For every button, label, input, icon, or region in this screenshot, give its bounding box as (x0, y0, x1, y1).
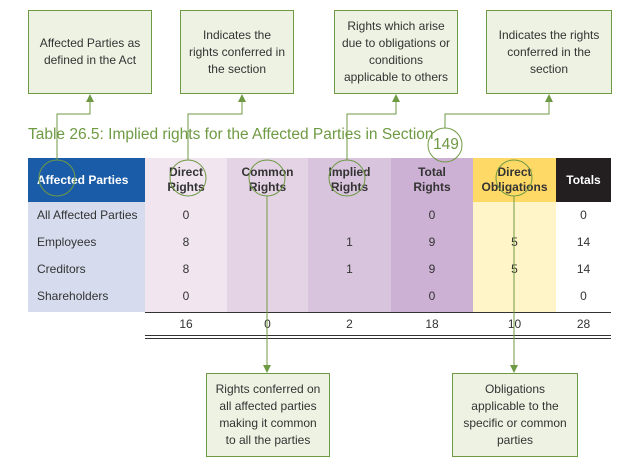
party-column-bg (28, 202, 145, 312)
note-implied-rights: Rights which arise due to obligations or… (334, 10, 458, 94)
row-shareholders-totals: 0 (580, 289, 587, 303)
header-affected-parties: Affected Parties (28, 158, 145, 202)
row-creditors-total: 9 (428, 262, 436, 276)
header-totals-label: Totals (566, 172, 601, 187)
note-section: Indicates the rights conferred in the se… (486, 10, 612, 94)
totals-top-rule (145, 312, 611, 313)
highlight-circle-section (427, 127, 463, 163)
note-direct-obligations-text: Obligations applicable to the specific o… (463, 382, 567, 447)
note-direct-obligations: Obligations applicable to the specific o… (452, 373, 578, 457)
row-shareholders-direct: 0 (182, 289, 190, 303)
connector-direct-rights (187, 94, 246, 160)
header-direct-obligations-label: Direct Obligations (481, 165, 548, 194)
note-common-rights-text: Rights conferred on all affected parties… (215, 382, 321, 447)
total-direct: 16 (179, 317, 193, 331)
header-direct-obligations: Direct Obligations (473, 158, 556, 202)
highlight-circle-affected (38, 159, 76, 197)
totals-bottom-rule-1 (145, 335, 611, 336)
header-total-rights: Total Rights (391, 158, 473, 202)
row-shareholders-total: 0 (428, 289, 436, 303)
note-direct-rights-text: Indicates the rights conferred in the se… (188, 27, 286, 76)
row-creditors-label: Creditors (37, 262, 86, 276)
note-section-text: Indicates the rights conferred in the se… (498, 27, 600, 76)
section-number: 149 (433, 136, 459, 153)
row-employees-total: 9 (428, 235, 436, 249)
note-common-rights: Rights conferred on all affected parties… (206, 373, 330, 457)
row-employees-totals: 14 (576, 235, 591, 249)
highlight-circle-implied (328, 159, 366, 197)
table-title-text: Table 26.5: Implied rights for the Affec… (28, 126, 434, 143)
header-totals: Totals (556, 158, 611, 202)
note-direct-rights: Indicates the rights conferred in the se… (180, 10, 294, 94)
row-all-affected-parties-total: 0 (428, 208, 436, 222)
connector-affected-parties (56, 94, 94, 160)
note-implied-rights-text: Rights which arise due to obligations or… (341, 19, 451, 84)
header-direct-rights-label: Direct Rights (167, 165, 205, 194)
direct-column-bg (145, 202, 227, 312)
row-all-affected-parties-direct: 0 (182, 208, 190, 222)
note-affected-parties: Affected Parties as defined in the Act (28, 10, 152, 94)
highlight-circle-obligations (495, 159, 533, 197)
total-rights: 18 (425, 317, 439, 331)
header-common-rights: Common Rights (227, 158, 308, 202)
row-all-affected-parties-label: All Affected Parties (37, 208, 138, 222)
highlight-circle-common (248, 159, 286, 197)
header-affected-parties-label: Affected Parties (37, 172, 129, 187)
row-creditors-totals: 14 (576, 262, 591, 276)
total-implied: 2 (346, 317, 353, 331)
connector-implied-rights (346, 94, 400, 160)
table-title: Table 26.5: Implied rights for the Affec… (28, 125, 448, 145)
row-creditors-implied: 1 (346, 262, 353, 276)
header-common-rights-label: Common Rights (241, 165, 294, 194)
connector-section (444, 94, 553, 128)
row-employees-label: Employees (37, 235, 97, 249)
row-employees-direct: 8 (182, 235, 190, 249)
total-totals: 28 (576, 317, 591, 331)
implied-column-bg (308, 202, 391, 312)
totals-bottom-rule-2 (145, 338, 611, 339)
header-total-rights-label: Total Rights (413, 165, 451, 194)
header-implied-rights-label: Implied Rights (328, 165, 371, 194)
row-creditors-direct: 8 (182, 262, 190, 276)
row-all-affected-parties-totals: 0 (580, 208, 587, 222)
header-direct-rights: Direct Rights (145, 158, 227, 202)
note-affected-parties-text: Affected Parties as defined in the Act (39, 36, 141, 67)
header-implied-rights: Implied Rights (308, 158, 391, 202)
total-column-bg (391, 202, 473, 312)
row-shareholders-label: Shareholders (37, 289, 109, 303)
highlight-circle-direct (169, 159, 207, 197)
totals-column-bg (556, 202, 611, 312)
row-employees-implied: 1 (346, 235, 353, 249)
